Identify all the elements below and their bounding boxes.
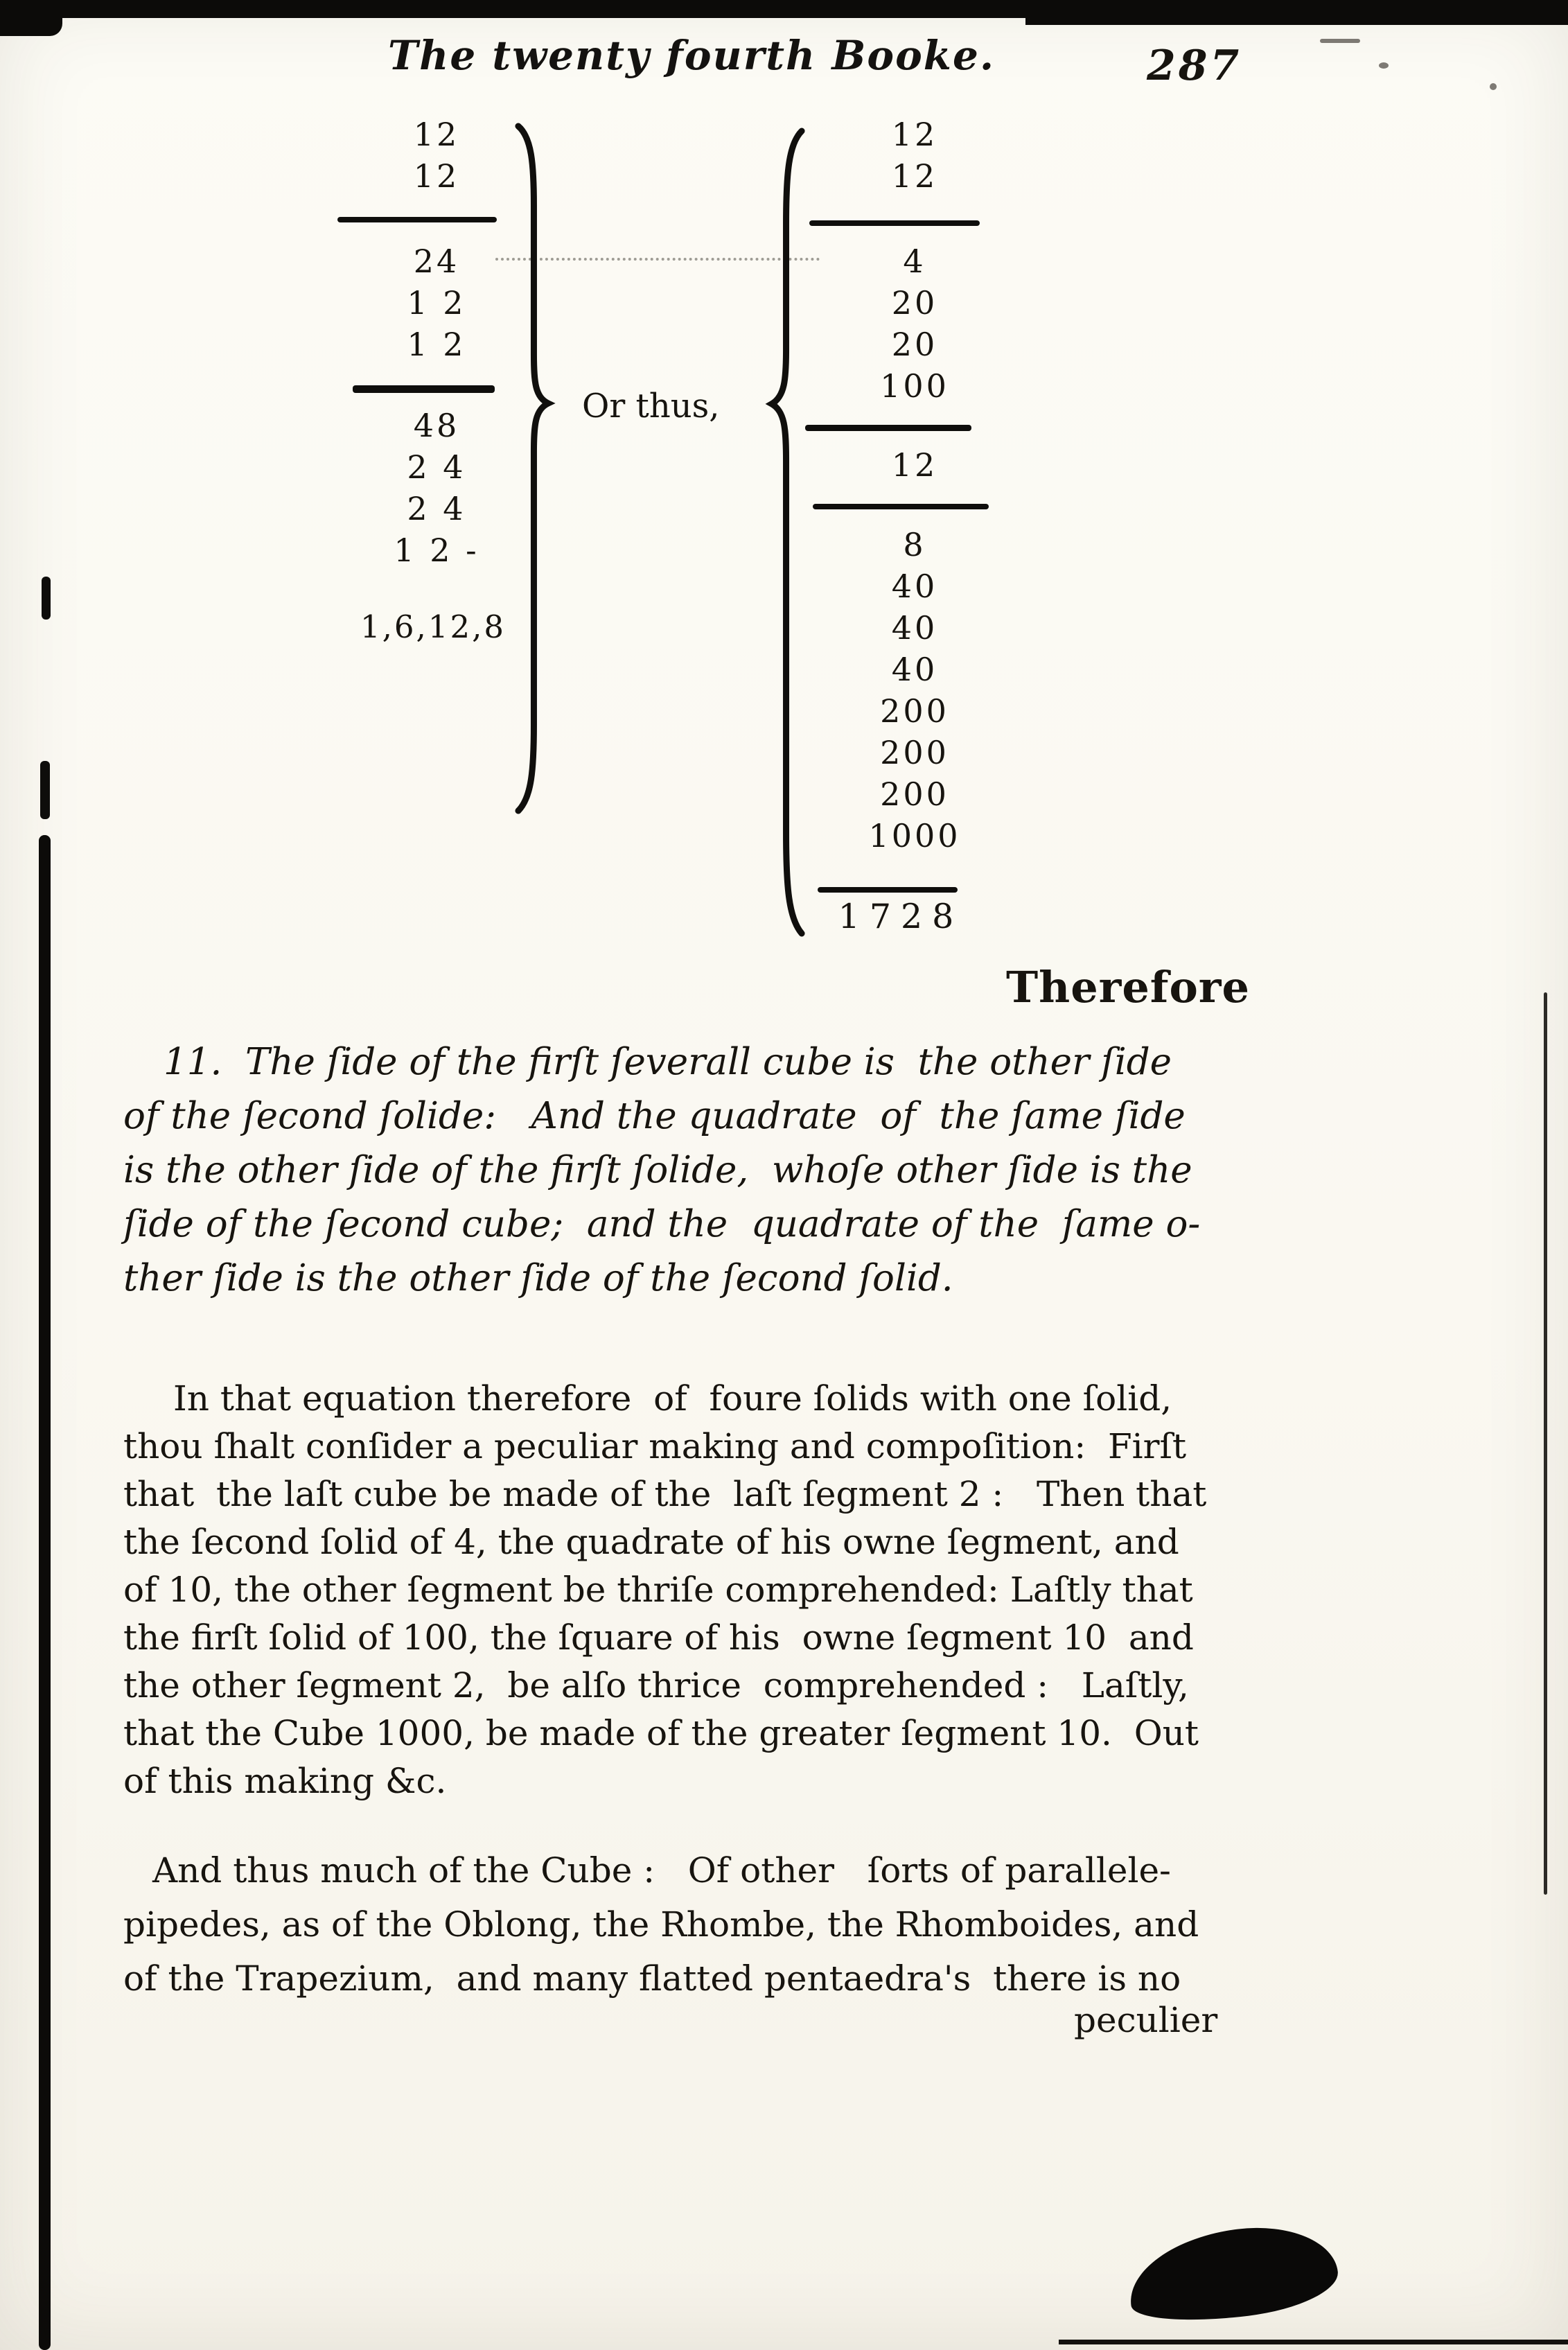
ink-speck bbox=[1379, 62, 1389, 69]
ink-speck bbox=[1490, 83, 1497, 90]
body-paragraph-1: In that equation therefore of foure ſoli… bbox=[123, 1375, 1301, 1805]
number-row: 40 bbox=[891, 568, 938, 605]
right-column-partials-1: 4 20 20 100 bbox=[825, 240, 1005, 407]
sum-rule bbox=[818, 887, 958, 893]
ink-speck bbox=[1320, 39, 1360, 43]
text-line: that the Cube 1000, be made of the great… bbox=[123, 1713, 1199, 1753]
number-row: 40 bbox=[891, 651, 938, 688]
number-row: 20 bbox=[891, 326, 938, 363]
number-row: 1 2 bbox=[407, 284, 466, 322]
scan-right-edge-rule bbox=[1544, 992, 1547, 1895]
text-line: the ſecond ſolid of 4, the quadrate of h… bbox=[123, 1522, 1179, 1562]
scan-left-edge-dash bbox=[42, 577, 51, 620]
text-line: is the other ſide of the firſt ſolide, w… bbox=[123, 1149, 1192, 1191]
page-number: 287 bbox=[1147, 42, 1242, 90]
number-row: 2 4 bbox=[407, 490, 466, 527]
left-brace bbox=[513, 122, 549, 815]
text-line: In that equation therefore of foure ſoli… bbox=[173, 1378, 1172, 1419]
number-row: 20 bbox=[891, 284, 938, 322]
proposition-paragraph: 11. The ſide of the firſt ſeverall cube … bbox=[123, 1035, 1301, 1306]
number-row: 8 bbox=[903, 526, 926, 563]
number-row: 24 bbox=[413, 243, 460, 280]
sum-rule bbox=[353, 385, 495, 393]
left-column-result: 1,6,12,8 bbox=[360, 608, 506, 645]
number-row: 12 bbox=[891, 446, 938, 484]
text-line: pipedes, as of the Oblong, the Rhombe, t… bbox=[123, 1904, 1199, 1945]
sum-rule bbox=[809, 220, 980, 226]
number-row: 12 bbox=[891, 157, 938, 195]
number-row: 4 bbox=[903, 243, 926, 280]
text-line: And thus much of the Cube : Of other ſor… bbox=[152, 1850, 1171, 1891]
text-line: of this making &c. bbox=[123, 1761, 447, 1801]
number-row: 100 bbox=[880, 367, 949, 405]
number-row: 1 2 - bbox=[394, 532, 479, 569]
text-line: that the laſt cube be made of the laſt ſ… bbox=[123, 1474, 1207, 1514]
body-paragraph-2: And thus much of the Cube : Of other ſor… bbox=[123, 1843, 1301, 2006]
text-line: thou ſhalt conſider a peculiar making an… bbox=[123, 1426, 1187, 1466]
right-brace bbox=[770, 126, 807, 938]
right-column-multiplier: 12 bbox=[825, 444, 1005, 486]
scan-bottom-edge-rule bbox=[1059, 2340, 1568, 2344]
text-line: of the ſecond ſolide: And the quadrate o… bbox=[123, 1095, 1186, 1137]
right-column-partials-2: 8 40 40 40 200 200 200 1000 bbox=[825, 524, 1005, 857]
scan-top-left-corner bbox=[0, 0, 62, 36]
text-line: of 10, the other ſegment be thriſe compr… bbox=[123, 1570, 1193, 1610]
right-column-total: 1728 bbox=[838, 897, 964, 936]
text-line: of the Trapezium, and many flatted penta… bbox=[123, 1958, 1181, 1999]
left-column-partials-2: 48 2 4 2 4 1 2 - bbox=[346, 405, 527, 571]
number-row: 200 bbox=[880, 775, 949, 813]
number-row: 48 bbox=[413, 407, 460, 444]
number-row: 40 bbox=[891, 609, 938, 647]
number-row: 1000 bbox=[868, 817, 961, 854]
catchword: peculier bbox=[1074, 2000, 1218, 2040]
text-line: 11. The ſide of the firſt ſeverall cube … bbox=[164, 1041, 1172, 1083]
or-thus-label: Or thus, bbox=[582, 387, 720, 426]
sum-rule bbox=[805, 425, 971, 431]
scan-top-edge-right bbox=[1025, 0, 1568, 25]
number-row: 2 4 bbox=[407, 448, 466, 486]
number-row: 12 bbox=[413, 116, 460, 153]
left-column-partials-1: 24 1 2 1 2 bbox=[346, 240, 527, 365]
text-line: ſide of the ſecond cube; and the quadrat… bbox=[123, 1203, 1201, 1245]
text-line: the other ſegment 2, be alſo thrice comp… bbox=[123, 1665, 1189, 1705]
ink-bleed-trail bbox=[495, 258, 820, 261]
text-line: the firſt ſolid of 100, the ſquare of hi… bbox=[123, 1617, 1194, 1658]
text-line: ther ſide is the other ſide of the ſecon… bbox=[123, 1257, 953, 1299]
number-row: 200 bbox=[880, 734, 949, 771]
sum-rule bbox=[337, 217, 497, 222]
number-row: 200 bbox=[880, 692, 949, 730]
number-row: 1 2 bbox=[407, 326, 466, 363]
running-title: The twenty fourth Booke. bbox=[388, 32, 996, 79]
scan-corner-ink-blob bbox=[1123, 2218, 1342, 2330]
number-row: 12 bbox=[413, 157, 460, 195]
sum-rule bbox=[813, 504, 989, 509]
therefore-label: Therefore bbox=[1006, 962, 1250, 1012]
scan-left-edge-dash bbox=[40, 761, 50, 819]
scan-left-edge-rule bbox=[39, 835, 51, 2350]
number-row: 12 bbox=[891, 116, 938, 153]
